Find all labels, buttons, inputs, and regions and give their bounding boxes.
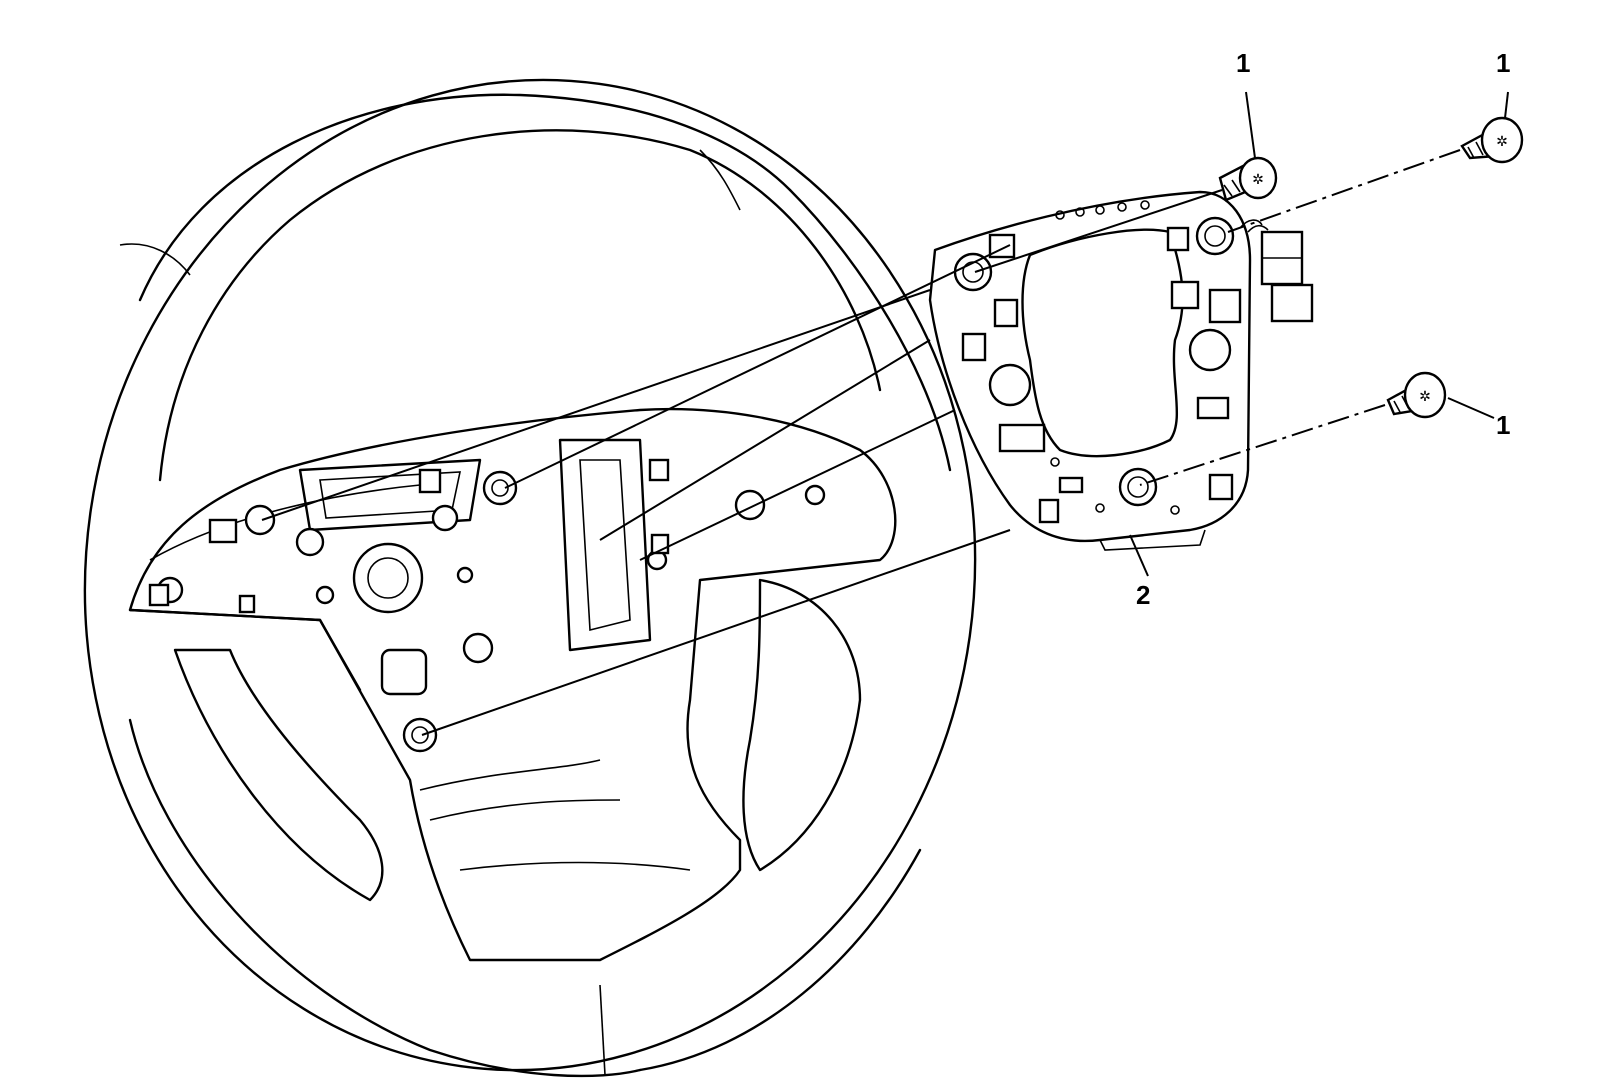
callout-2-switch-assembly: 2 xyxy=(1136,580,1151,610)
callout-leaders xyxy=(1129,91,1509,577)
electrical-connector xyxy=(1239,219,1314,323)
screw-right: ✲ xyxy=(1386,371,1447,419)
screw-top-right: ✲ xyxy=(1460,116,1524,164)
torx-head-icon: ✲ xyxy=(1496,134,1508,150)
callout-1-top-left: 1 xyxy=(1236,48,1251,78)
callout-1-top-right: 1 xyxy=(1496,48,1511,78)
torx-head-icon: ✲ xyxy=(1419,389,1431,405)
callout-1-right: 1 xyxy=(1496,410,1511,440)
alignment-lines xyxy=(261,149,1461,736)
control-switch-assembly xyxy=(928,190,1252,551)
steering-wheel-rim xyxy=(83,78,977,1078)
steering-wheel-hub xyxy=(128,407,897,962)
torx-head-icon: ✲ xyxy=(1252,172,1264,188)
screw-top-left: ✲ xyxy=(1218,156,1278,202)
